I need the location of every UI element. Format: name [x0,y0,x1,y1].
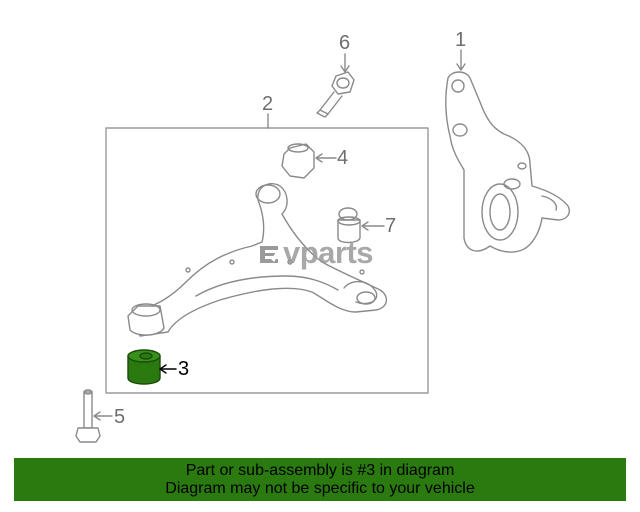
evparts-watermark: vparts [258,235,374,270]
callout-6: 6 [339,32,351,54]
part-6-bolt [316,53,355,118]
callout-5: 5 [114,406,126,428]
callout-1: 1 [455,29,467,51]
part-5-bolt [75,389,113,443]
part-7-ball-joint [337,207,385,244]
ev-logo-icon [260,246,282,263]
part-3-bushing-highlighted [127,349,177,385]
info-banner: Part or sub-assembly is #3 in diagram Di… [14,458,626,501]
callout-3: 3 [178,358,190,380]
watermark-text: vparts [283,235,374,270]
callout-7: 7 [385,215,397,237]
assembly-box [105,127,429,394]
part-2-control-arm [127,182,387,337]
callout-2: 2 [262,93,274,115]
part-1-knuckle [445,49,570,253]
banner-line-2: Diagram may not be specific to your vehi… [165,480,475,497]
part-4-bushing [281,143,337,179]
callout-4: 4 [337,147,349,169]
exploded-parts-diagram [75,49,570,443]
banner-line-1: Part or sub-assembly is #3 in diagram [185,462,455,479]
